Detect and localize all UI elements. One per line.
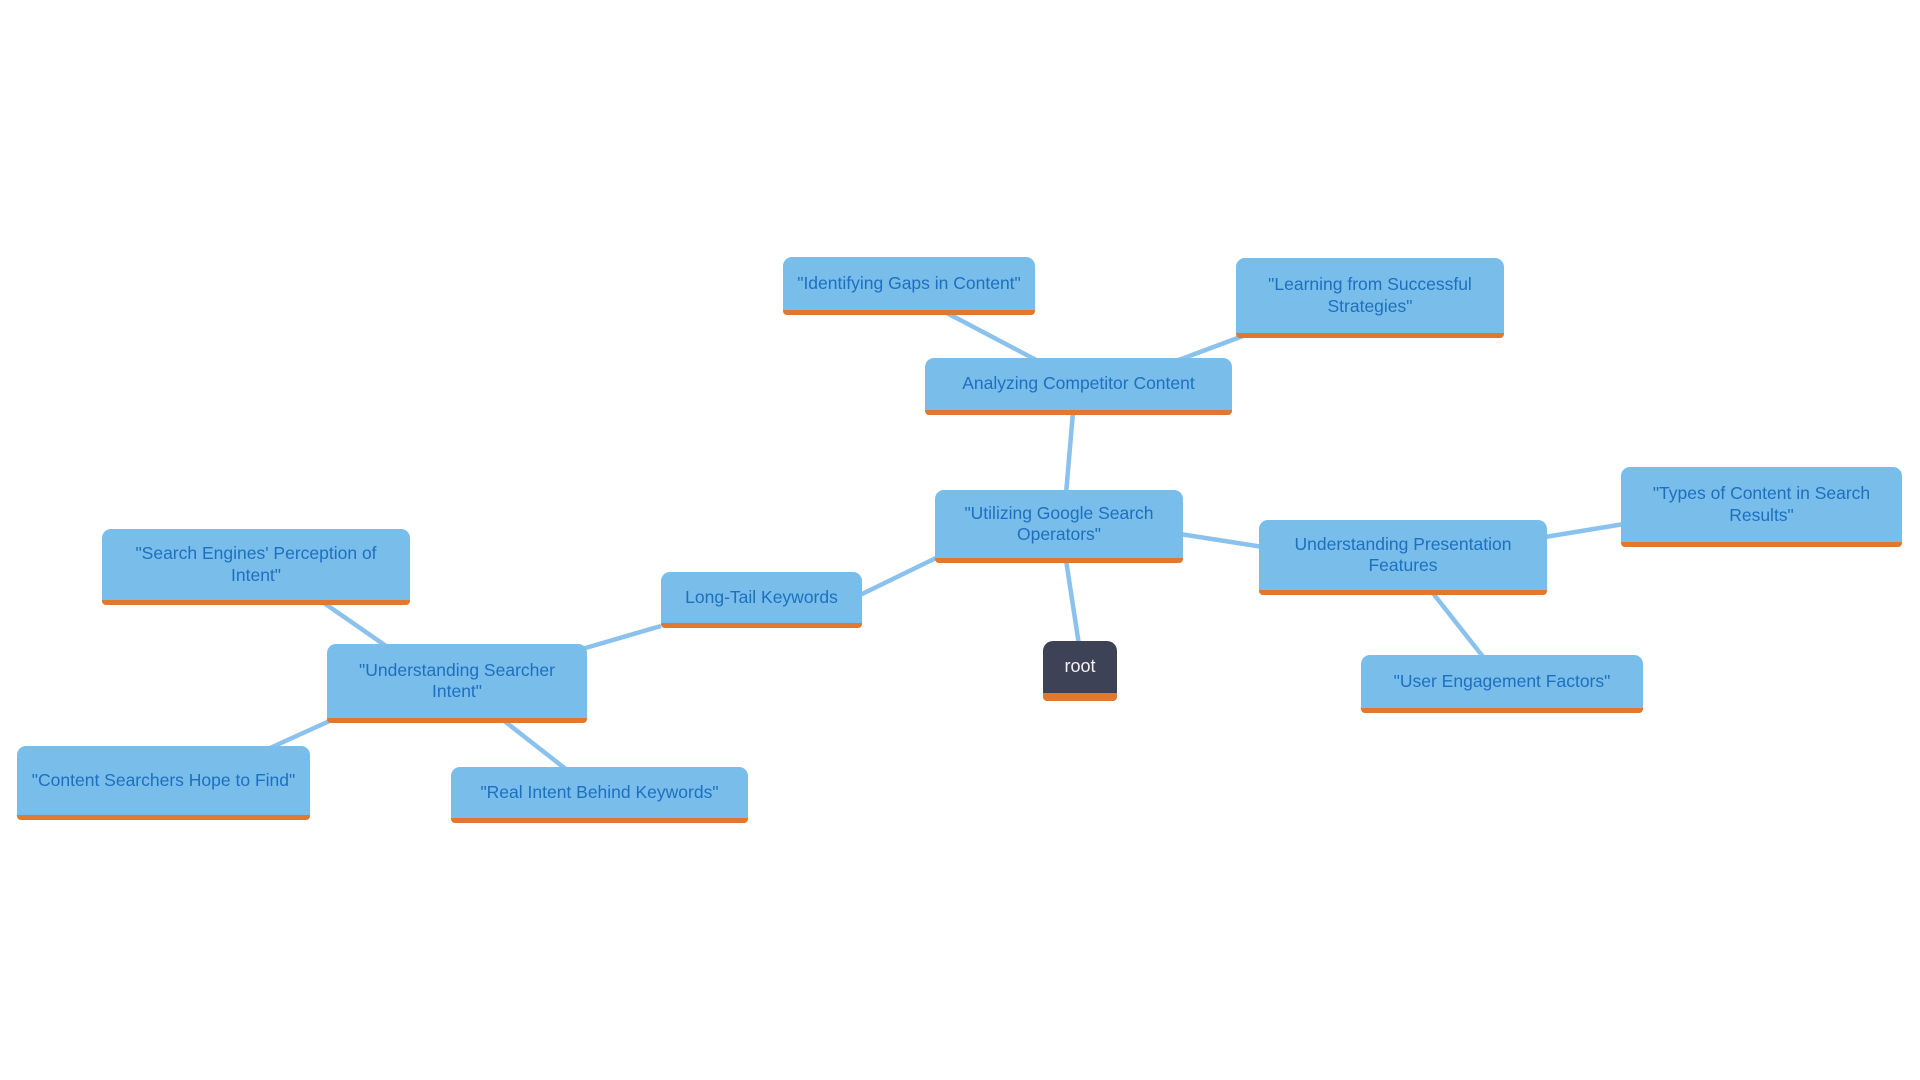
node-identifying-gaps-in-content[interactable]: "Identifying Gaps in Content"	[783, 257, 1035, 315]
node-analyzing-competitor-content[interactable]: Analyzing Competitor Content	[925, 358, 1232, 415]
node-understanding-presentation-features[interactable]: Understanding Presentation Features	[1259, 520, 1547, 595]
node-label: Analyzing Competitor Content	[962, 373, 1195, 394]
edge-analyzing-utilizing	[1063, 411, 1076, 495]
edge-engines-searcher	[322, 601, 388, 648]
edge-identifying-analyzing	[943, 310, 1042, 364]
edge-utilizing-longtail	[859, 554, 939, 598]
node-label: "Search Engines' Perception of Intent"	[135, 543, 377, 585]
node-label: "Types of Content in Search Results"	[1652, 483, 1871, 525]
node-label: "User Engagement Factors"	[1393, 670, 1611, 691]
edge-presentation-types	[1544, 521, 1625, 540]
edge-utilizing-root	[1063, 559, 1082, 646]
node-types-of-content-in-search-results[interactable]: "Types of Content in Search Results"	[1621, 467, 1902, 547]
node-label: "Identifying Gaps in Content"	[797, 272, 1021, 293]
node-label: "Learning from Successful Strategies"	[1268, 274, 1472, 316]
node-search-engines-perception-of-intent[interactable]: "Search Engines' Perception of Intent"	[102, 529, 410, 605]
edge-utilizing-presentation	[1179, 531, 1264, 550]
edge-searcher-real	[501, 718, 569, 772]
node-root[interactable]: root	[1043, 641, 1117, 701]
node-label: Understanding Presentation Features	[1294, 533, 1512, 575]
node-utilizing-google-search-operators[interactable]: "Utilizing Google Search Operators"	[935, 490, 1183, 563]
edge-searcher-content	[269, 716, 335, 751]
node-label: root	[1064, 656, 1096, 677]
node-real-intent-behind-keywords[interactable]: "Real Intent Behind Keywords"	[451, 767, 748, 823]
edge-longtail-searcher	[581, 623, 662, 652]
node-label: Long-Tail Keywords	[685, 586, 838, 607]
node-long-tail-keywords[interactable]: Long-Tail Keywords	[661, 572, 862, 628]
node-content-searchers-hope-to-find[interactable]: "Content Searchers Hope to Find"	[17, 746, 310, 820]
node-label: "Utilizing Google Search Operators"	[964, 502, 1154, 544]
node-label: "Understanding Searcher Intent"	[359, 659, 555, 701]
node-learning-from-successful-strategies[interactable]: "Learning from Successful Strategies"	[1236, 258, 1504, 338]
edge-presentation-user	[1430, 590, 1486, 660]
node-user-engagement-factors[interactable]: "User Engagement Factors"	[1361, 655, 1643, 713]
node-label: "Content Searchers Hope to Find"	[31, 769, 296, 790]
node-label: "Real Intent Behind Keywords"	[480, 781, 719, 802]
node-understanding-searcher-intent[interactable]: "Understanding Searcher Intent"	[327, 644, 587, 723]
